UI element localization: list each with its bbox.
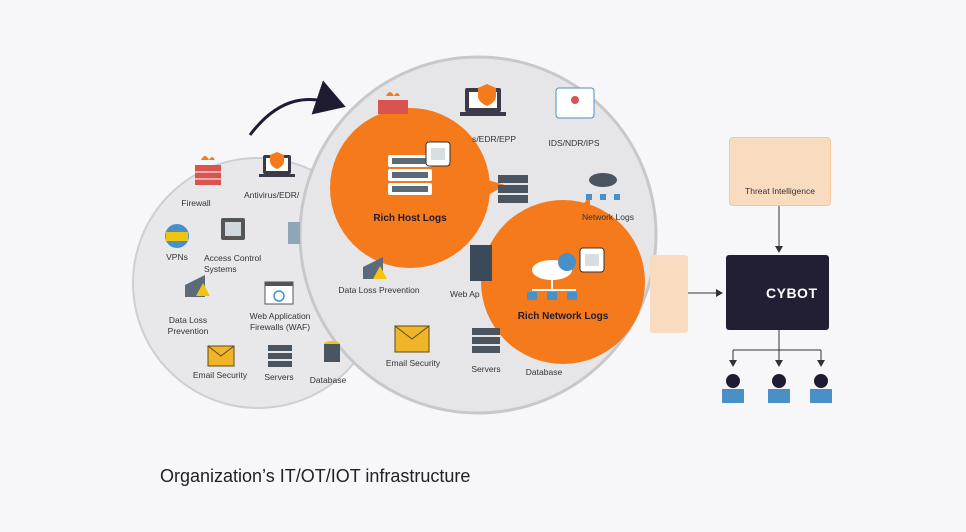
firewall-icon	[195, 156, 221, 185]
keypad-icon	[221, 218, 245, 240]
host-server-icon	[388, 141, 451, 195]
label-access-control: Access Control Systems	[204, 253, 262, 274]
servers-icon	[268, 345, 292, 367]
label-antivirus: Antivirus/EDR/	[244, 190, 300, 200]
label-servers: Servers	[264, 372, 294, 382]
threat-intelligence-box: Threat Intelligence	[729, 137, 831, 206]
label-front-dlp: Data Loss Prevention	[338, 285, 420, 295]
laptop-shield-icon-front	[460, 84, 506, 116]
analyst-icon-2	[768, 374, 790, 403]
label-front-servers: Servers	[471, 364, 501, 374]
dlp-icon	[185, 275, 210, 297]
firewall-icon-front	[378, 92, 408, 114]
server-small-icon	[288, 222, 300, 244]
network-cloud-icon-callout	[527, 247, 605, 300]
dlp-icon-front	[363, 257, 387, 279]
cybot-label: CYBOT	[766, 285, 818, 301]
vpn-icon	[165, 224, 189, 248]
cybot-box: CYBOT	[726, 255, 829, 330]
threat-intelligence-label: Threat Intelligence	[745, 186, 815, 196]
network-cloud-icon	[586, 173, 620, 200]
network-callout-label: Rich Network Logs	[517, 311, 609, 322]
waf-icon	[264, 281, 294, 305]
web-app-icon	[470, 245, 492, 281]
host-callout-label: Rich Host Logs	[373, 213, 447, 224]
analyst-icon-1	[722, 374, 744, 403]
label-front-database: Database	[525, 367, 563, 377]
label-dlp: Data Loss Prevention	[167, 315, 209, 336]
label-web-app: Web Ap	[450, 289, 480, 299]
infrastructure-caption: Organization’s IT/OT/IOT infrastructure	[160, 466, 471, 486]
email-icon-front	[394, 325, 430, 353]
router-icon	[555, 87, 595, 119]
servers-icon-front	[472, 328, 500, 353]
intake-box	[650, 255, 688, 333]
laptop-shield-icon	[259, 152, 295, 177]
label-ids: IDS/NDR/IPS	[548, 138, 600, 148]
server-rack-icon	[498, 175, 528, 203]
database-icon	[324, 341, 340, 362]
label-front-antivirus: s/EDR/EPP	[472, 134, 516, 144]
email-icon	[207, 345, 235, 367]
analyst-icon-3	[810, 374, 832, 403]
label-front-email: Email Security	[385, 358, 441, 368]
curved-arrow	[248, 80, 346, 136]
label-firewall: Firewall	[181, 198, 211, 208]
label-waf: Web Application Firewalls (WAF)	[249, 311, 311, 332]
label-vpns: VPNs	[166, 252, 188, 262]
label-email-security: Email Security	[192, 370, 248, 380]
label-network-logs: Network Logs	[582, 212, 634, 222]
network-callout	[481, 200, 645, 364]
label-database: Database	[309, 375, 347, 385]
